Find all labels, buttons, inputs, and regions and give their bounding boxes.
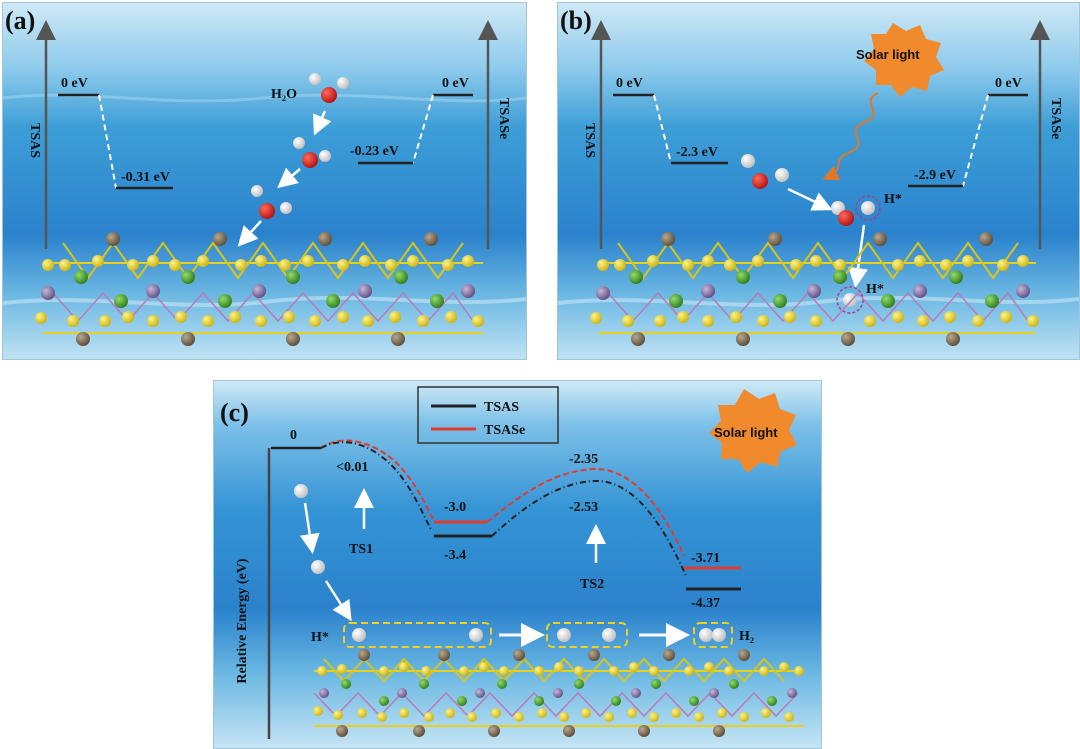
legend-item-tsase: TSASe [484, 423, 525, 438]
right-final-energy: -0.23 eV [350, 144, 399, 159]
panel-a: TSAS TSASe 0 eV -0.31 eV 0 eV -0.23 eV H… [2, 2, 527, 360]
value-ts1: <0.01 [336, 460, 368, 475]
value-int-tsas: -3.4 [444, 548, 466, 563]
value-ts2-tsase: -2.35 [569, 452, 598, 467]
value-final-tsas: -4.37 [691, 596, 720, 611]
h-atom-top [861, 201, 875, 215]
right-final-energy: -2.9 eV [914, 168, 956, 183]
value-int-tsase: -3.0 [444, 500, 466, 515]
value-final-tsase: -3.71 [691, 551, 720, 566]
panel-c: Relative Energy (eV) TSAS TSASe Solar li… [213, 380, 822, 749]
left-axis-label: TSAS [27, 123, 42, 158]
right-initial-energy: 0 eV [995, 76, 1022, 91]
left-final-energy: -0.31 eV [121, 170, 170, 185]
h-atom-bottom [843, 293, 857, 307]
sun-label: Solar light [714, 425, 778, 440]
water-label: H₂O [271, 87, 297, 102]
hstar-label-top: H* [884, 192, 902, 207]
panel-a-figure: TSAS TSASe 0 eV -0.31 eV 0 eV -0.23 eV H… [3, 3, 526, 359]
ts1-label: TS1 [349, 542, 373, 557]
legend-item-tsas: TSAS [484, 400, 519, 415]
panel-b-label: (b) [560, 6, 592, 35]
panel-b-figure: TSAS TSASe 0 eV -2.3 eV 0 eV -2.9 eV Sol… [558, 3, 1079, 359]
h-atom-middle [311, 560, 325, 574]
value-start: 0 [290, 428, 297, 443]
left-initial-energy: 0 eV [61, 76, 88, 91]
panel-a-label: (a) [5, 6, 35, 35]
left-final-energy: -2.3 eV [676, 145, 718, 160]
right-axis-label: TSASe [1048, 98, 1063, 139]
left-axis-label: TSAS [582, 123, 597, 158]
ts2-label: TS2 [580, 577, 604, 592]
right-initial-energy: 0 eV [442, 76, 469, 91]
h2-label: H₂ [739, 629, 754, 644]
panel-c-label: (c) [220, 398, 249, 427]
h-atom-initial [294, 484, 308, 498]
hstar-label-bottom: H* [866, 282, 884, 297]
left-initial-energy: 0 eV [616, 76, 643, 91]
y-axis-label: Relative Energy (eV) [235, 558, 250, 684]
hstar-label: H* [311, 630, 329, 645]
value-ts2-tsas: -2.53 [569, 500, 598, 515]
panel-c-figure: Relative Energy (eV) TSAS TSASe Solar li… [214, 381, 821, 748]
sun-label: Solar light [856, 47, 920, 62]
panel-b: TSAS TSASe 0 eV -2.3 eV 0 eV -2.9 eV Sol… [557, 2, 1080, 360]
right-axis-label: TSASe [496, 98, 511, 139]
